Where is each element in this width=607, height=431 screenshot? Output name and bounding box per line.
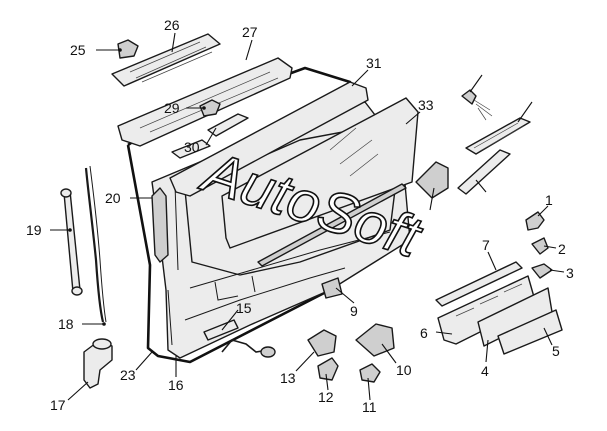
callout-13: 13 [280, 370, 296, 386]
callout-2: 2 [558, 241, 566, 257]
callout-23: 26 [164, 17, 180, 33]
callout-26: 30 [184, 139, 200, 155]
clip-3 [531, 263, 553, 279]
gas-strut-bottom-end [71, 286, 83, 296]
number-plate [497, 309, 563, 355]
side-trim-strip [151, 187, 169, 263]
callout-4: 4 [481, 363, 489, 379]
callout-27: 31 [366, 55, 382, 71]
brake-lamp-bar [465, 117, 531, 155]
washer-spray [473, 99, 493, 121]
spoiler-main [117, 57, 293, 147]
callout-7: 7 [482, 237, 490, 253]
spoiler-upper-strip-hatch [129, 41, 213, 83]
lock-actuator [307, 329, 337, 357]
gas-strut [63, 190, 81, 293]
callout-19: 19 [26, 222, 42, 238]
callout-17: 17 [50, 397, 66, 413]
rear-window-glass-shine [329, 127, 379, 177]
release-cable [221, 339, 269, 353]
callout-1: 1 [545, 192, 553, 208]
lamp-housing [415, 161, 449, 199]
wiper-blade [257, 183, 407, 267]
callout-25: 29 [164, 100, 180, 116]
release-cable-connector [260, 346, 276, 358]
callout-22: 25 [70, 42, 86, 58]
rear-window-glass [221, 97, 419, 249]
glass-frame-seal [169, 81, 369, 197]
callout-9: 9 [350, 303, 358, 319]
spoiler-bracket [117, 39, 139, 59]
lock-cylinder-cover [321, 277, 343, 299]
callout-12: 12 [318, 389, 334, 405]
tailgate-side-rail [167, 184, 256, 346]
washer-jet [461, 89, 477, 105]
small-fixing-trim [171, 139, 211, 159]
callout-11: 11 [362, 399, 377, 415]
callout-10: 10 [396, 362, 412, 378]
clip-2 [531, 237, 549, 255]
top-trim-piece [207, 113, 249, 137]
callout-labels: 25 26 27 29 30 31 33 1 2 3 7 6 4 5 9 10 … [26, 17, 574, 415]
brake-lamp-bar-hatch [473, 122, 525, 152]
wiper-motor-cap [92, 338, 112, 350]
gas-strut-top-end [60, 188, 72, 198]
callout-16: 16 [168, 377, 184, 393]
lamp-wire [457, 149, 511, 195]
callout-3: 3 [566, 265, 574, 281]
callout-6: 6 [420, 325, 428, 341]
number-plate-lamp-recess [455, 283, 523, 317]
clip-1 [525, 211, 545, 231]
tailgate-lower-panel [184, 231, 391, 321]
cable-harness-outline [89, 165, 107, 323]
callout-29: 33 [418, 97, 434, 113]
callout-20: 20 [105, 190, 121, 206]
spoiler-upper-strip [111, 33, 221, 87]
latch-striker [317, 357, 339, 381]
switch-unit [203, 319, 239, 341]
callout-24: 27 [242, 24, 258, 40]
leader-lines [50, 32, 565, 401]
latch-clip [359, 363, 381, 383]
hinge-bracket [199, 99, 221, 117]
cable-harness [84, 167, 105, 323]
latch-assembly [355, 323, 395, 357]
callout-15: 15 [236, 300, 252, 316]
handle-strip [435, 261, 523, 307]
callout-21: 23 [120, 367, 136, 383]
callout-5: 5 [552, 343, 560, 359]
callout-18: 18 [58, 316, 74, 332]
